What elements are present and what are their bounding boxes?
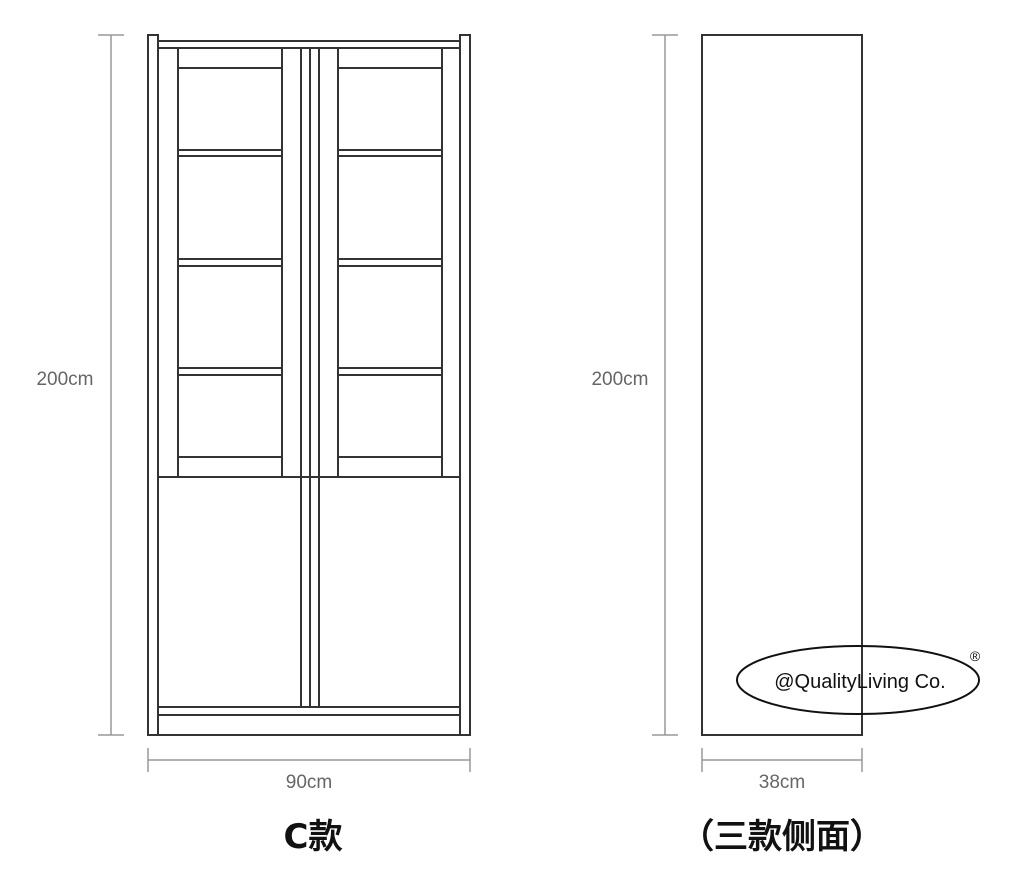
side-panel: [701, 34, 863, 736]
front-width-label: 90cm: [286, 772, 332, 793]
front-width-dimension: [147, 748, 471, 772]
side-height-dimension: [652, 34, 678, 736]
left-glass-door: [177, 48, 283, 477]
front-height-dimension: [98, 34, 124, 736]
front-cabinet: [147, 34, 471, 736]
top-rail: [157, 40, 461, 49]
side-depth-dimension: [701, 748, 863, 772]
watermark: @QualityLiving Co. ®: [736, 645, 981, 715]
front-caption: C款: [284, 817, 343, 857]
right-post: [459, 34, 471, 736]
bottom-rail: [157, 706, 461, 716]
left-post: [147, 34, 159, 736]
side-caption: （三款侧面）: [680, 817, 884, 857]
side-depth-label: 38cm: [759, 772, 805, 793]
right-glass-door: [337, 48, 443, 477]
front-height-label: 200cm: [36, 369, 93, 390]
watermark-text: @QualityLiving Co.: [774, 671, 945, 693]
registered-mark-icon: ®: [970, 648, 981, 664]
side-height-label: 200cm: [591, 369, 648, 390]
